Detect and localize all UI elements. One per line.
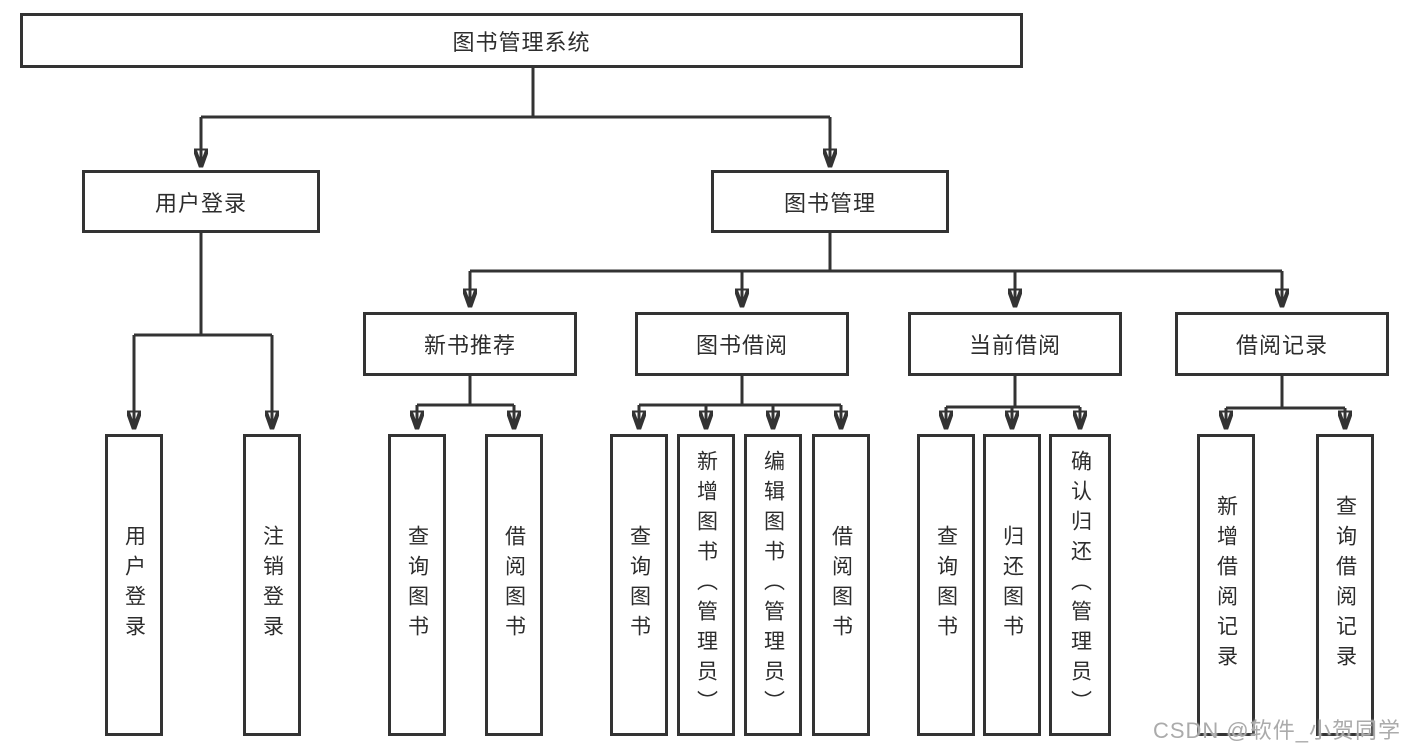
leaf-query-books-2-label: 查询图书 bbox=[627, 525, 651, 645]
node-root: 图书管理系统 bbox=[20, 13, 1023, 68]
leaf-confirm-return-admin: 确认归还（管理员） bbox=[1049, 434, 1111, 736]
leaf-add-borrow-record-label: 新增借阅记录 bbox=[1214, 495, 1238, 675]
leaf-query-books-3: 查询图书 bbox=[917, 434, 975, 736]
leaf-add-borrow-record: 新增借阅记录 bbox=[1197, 434, 1255, 736]
leaf-query-books-3-label: 查询图书 bbox=[934, 525, 958, 645]
leaf-add-book-admin-label: 新增图书（管理员） bbox=[694, 450, 718, 720]
node-root-label: 图书管理系统 bbox=[452, 29, 591, 55]
node-new-book-recommend: 新书推荐 bbox=[363, 312, 577, 376]
leaf-borrow-books-1: 借阅图书 bbox=[485, 434, 543, 736]
node-current-borrow-label: 当前借阅 bbox=[968, 333, 1061, 358]
leaf-user-login: 用户登录 bbox=[105, 434, 163, 736]
node-user-login: 用户登录 bbox=[82, 170, 320, 233]
node-book-management: 图书管理 bbox=[711, 170, 949, 233]
leaf-confirm-return-admin-label: 确认归还（管理员） bbox=[1068, 450, 1092, 720]
leaf-borrow-books-1-label: 借阅图书 bbox=[502, 525, 526, 645]
leaf-query-books-1-label: 查询图书 bbox=[405, 525, 429, 645]
leaf-edit-book-admin: 编辑图书（管理员） bbox=[744, 434, 802, 736]
leaf-query-borrow-record-label: 查询借阅记录 bbox=[1333, 495, 1357, 675]
leaf-logout: 注销登录 bbox=[243, 434, 301, 736]
leaf-borrow-books-2: 借阅图书 bbox=[812, 434, 870, 736]
leaf-query-books-2: 查询图书 bbox=[610, 434, 668, 736]
node-borrow-records-label: 借阅记录 bbox=[1235, 333, 1328, 358]
leaf-user-login-label: 用户登录 bbox=[122, 525, 146, 645]
leaf-logout-label: 注销登录 bbox=[260, 525, 284, 645]
leaf-borrow-books-2-label: 借阅图书 bbox=[829, 525, 853, 645]
node-book-borrow: 图书借阅 bbox=[635, 312, 849, 376]
node-book-management-label: 图书管理 bbox=[783, 190, 876, 216]
node-borrow-records: 借阅记录 bbox=[1175, 312, 1389, 376]
node-new-book-recommend-label: 新书推荐 bbox=[423, 333, 516, 358]
node-current-borrow: 当前借阅 bbox=[908, 312, 1122, 376]
node-book-borrow-label: 图书借阅 bbox=[695, 333, 788, 358]
leaf-edit-book-admin-label: 编辑图书（管理员） bbox=[761, 450, 785, 720]
leaf-query-books-1: 查询图书 bbox=[388, 434, 446, 736]
leaf-add-book-admin: 新增图书（管理员） bbox=[677, 434, 735, 736]
leaf-return-books-label: 归还图书 bbox=[1000, 525, 1024, 645]
leaf-return-books: 归还图书 bbox=[983, 434, 1041, 736]
leaf-query-borrow-record: 查询借阅记录 bbox=[1316, 434, 1374, 736]
watermark: CSDN @软件_小贺同学 bbox=[1152, 718, 1401, 743]
node-user-login-label: 用户登录 bbox=[154, 190, 247, 216]
